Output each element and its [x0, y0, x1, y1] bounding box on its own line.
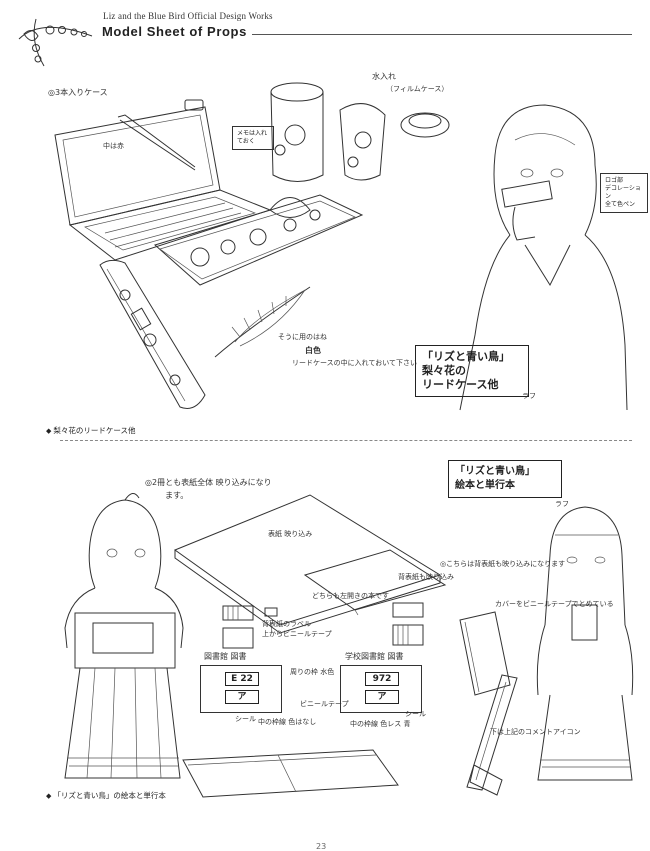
call-number-left: E 22 — [225, 672, 259, 686]
page-title: Model Sheet of Props — [102, 24, 247, 39]
library-label-left: 図書館 図書 — [204, 652, 247, 661]
ornament-flourish-icon — [18, 18, 93, 67]
reed-case-sketch — [54, 99, 272, 261]
logo-note-line-1: ロゴ部 — [605, 177, 624, 184]
case-side-sketch — [99, 259, 206, 409]
spine-detail-left-sketch — [222, 605, 254, 649]
seal-note-left: シール — [235, 715, 256, 723]
cover-vinyl-note: カバーをビニールテープでとめている — [495, 600, 614, 608]
section1-caption: ◆梨々花のリードケース他 — [46, 426, 136, 435]
section-divider — [60, 440, 632, 441]
feather-sketch — [214, 286, 311, 358]
back-reflection-label: 背表紙も映り込み — [398, 573, 454, 581]
under-note: 下は上記のコメントアイコン — [490, 728, 581, 736]
case-label-note: ◎3本入りケース — [48, 88, 108, 97]
cover-note-1: ◎2冊とも表紙全体 映り込みになり — [145, 478, 272, 487]
section1-title-line-2: 梨々花の — [422, 364, 466, 377]
girl-with-case-sketch — [459, 104, 628, 411]
kana-right: ア — [365, 690, 399, 704]
vinyl-tape-note: 上からビニールテープ — [262, 630, 332, 638]
inner-frame-note: 中の枠線 色はなし — [258, 718, 317, 726]
page-header: Liz and the Blue Bird Official Design Wo… — [0, 0, 650, 67]
feather-note-1: そうに用のはね — [278, 333, 327, 341]
girl-with-book-sketch — [64, 493, 184, 779]
girl-right-sketch — [536, 506, 634, 781]
logo-note-line-3: 全て色ペン — [605, 201, 636, 208]
library-label-right: 学校図書館 図書 — [345, 652, 404, 661]
water-case-sketch — [270, 82, 450, 182]
memo-box-note: メモは入れておく — [232, 126, 274, 150]
call-number-right: 972 — [365, 672, 399, 686]
feather-note-3: リードケースの中に入れておいて下さい — [292, 359, 418, 367]
logo-deco-note: ロゴ部 デコレーション 全て色ペン — [600, 173, 648, 213]
section2-title-box: 「リズと青い鳥」 絵本と単行本 — [448, 460, 562, 498]
section2-rough-note: ラフ — [555, 500, 569, 508]
left-open-note: どちらも左開きの本です — [312, 592, 389, 600]
cover-reflection-label: 表紙 映り込み — [268, 530, 313, 538]
cover-note-2: ます。 — [165, 491, 189, 500]
open-book-sketch — [182, 749, 399, 798]
book-subtitle: Liz and the Blue Bird Official Design Wo… — [103, 11, 273, 21]
page-number: 23 — [316, 842, 327, 851]
film-case-note: （フィルムケース） — [386, 85, 449, 93]
logo-note-line-2: デコレーション — [605, 185, 641, 200]
kana-left: ア — [225, 690, 259, 704]
spine-label-note: 背表紙のラベル — [262, 620, 311, 628]
spine-book-sketch — [466, 674, 518, 796]
seal-note-right: シール — [405, 710, 426, 718]
picture-book-sketch — [173, 494, 442, 634]
section1-title-line-1: 「リズと青い鳥」 — [422, 350, 510, 363]
section1-title-box: 「リズと青い鳥」 梨々花の リードケース他 — [415, 345, 529, 397]
feather-note-2: 白色 — [305, 346, 321, 355]
section1-title-line-3: リードケース他 — [422, 378, 499, 391]
paperback-sketch — [303, 549, 447, 616]
library-label-card-right: 972 ア — [340, 665, 422, 713]
outer-frame-note: 周りの枠 水色 — [290, 668, 335, 676]
right-book-note: ◎こちらは背表紙も映り込みになります — [440, 560, 566, 568]
inner-color-note: 中は赤 — [103, 142, 124, 150]
vinyl-tape-note-2: ビニールテープ — [300, 700, 349, 708]
inner-frame-blue-note: 中の枠線 色レス 青 — [350, 720, 411, 728]
section2-title-line-1: 「リズと青い鳥」 — [455, 466, 535, 477]
tilted-book-sketch — [459, 611, 511, 696]
section2-caption: ◆「リズと青い鳥」の絵本と単行本 — [46, 791, 166, 800]
title-rule — [252, 34, 632, 35]
spine-detail-right-sketch — [392, 602, 424, 646]
section2-title-line-2: 絵本と単行本 — [455, 480, 515, 491]
section1-rough-note: ラフ — [522, 392, 536, 400]
library-label-card-left: E 22 ア — [200, 665, 282, 713]
water-case-note: 水入れ — [372, 72, 396, 81]
decorated-case-sketch — [154, 194, 364, 286]
